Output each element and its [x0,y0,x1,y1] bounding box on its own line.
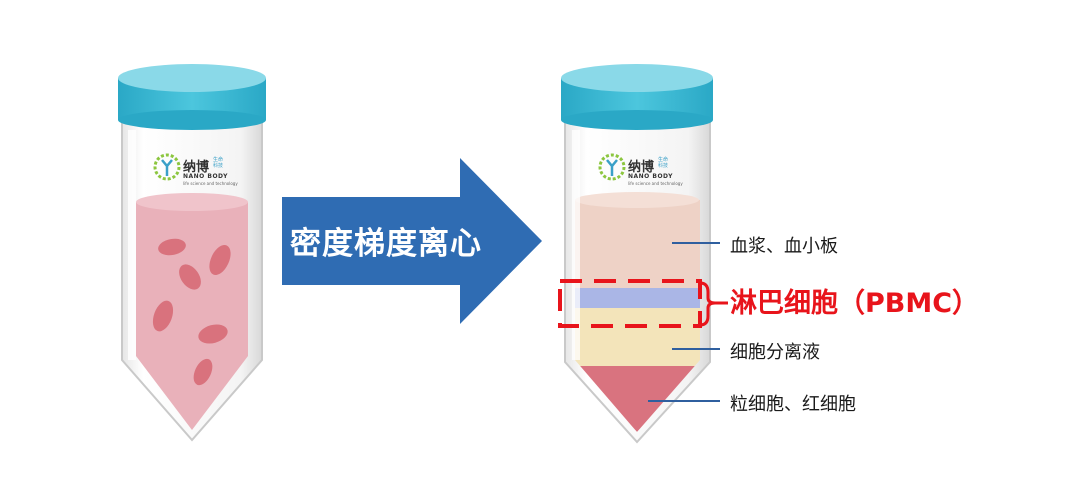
tube-before [118,64,266,442]
logo-mark-left [153,153,181,181]
tube-cap [561,64,713,130]
pbmc-band [575,288,700,308]
logo-cn-right: 纳博 [628,160,655,175]
pbmc-highlight-box [558,279,702,328]
logo-en-right: NANO BODY [628,173,673,180]
process-label: 密度梯度离心 [290,226,482,262]
tube-cap [118,64,266,130]
label-plasma: 血浆、血小板 [730,236,838,257]
logo-sub-right: life science and technology [628,181,683,186]
label-cells: 粒细胞、红细胞 [730,394,856,415]
label-pbmc: 淋巴细胞（PBMC） [730,288,980,319]
tube-after [561,64,713,444]
red-blood-cells [152,238,231,386]
cell-sediment [575,366,700,432]
process-arrow [282,158,542,324]
logo-cn-left: 纳博 [183,160,210,175]
logo-tag-left: 生命科技 [213,157,224,169]
logo-en-left: NANO BODY [183,173,228,180]
separation-medium-layer [575,308,700,366]
logo-mark-right [598,153,626,181]
logo-sub-left: life science and technology [183,181,238,186]
label-medium: 细胞分离液 [730,342,820,363]
logo-tag-right: 生命科技 [658,157,669,169]
